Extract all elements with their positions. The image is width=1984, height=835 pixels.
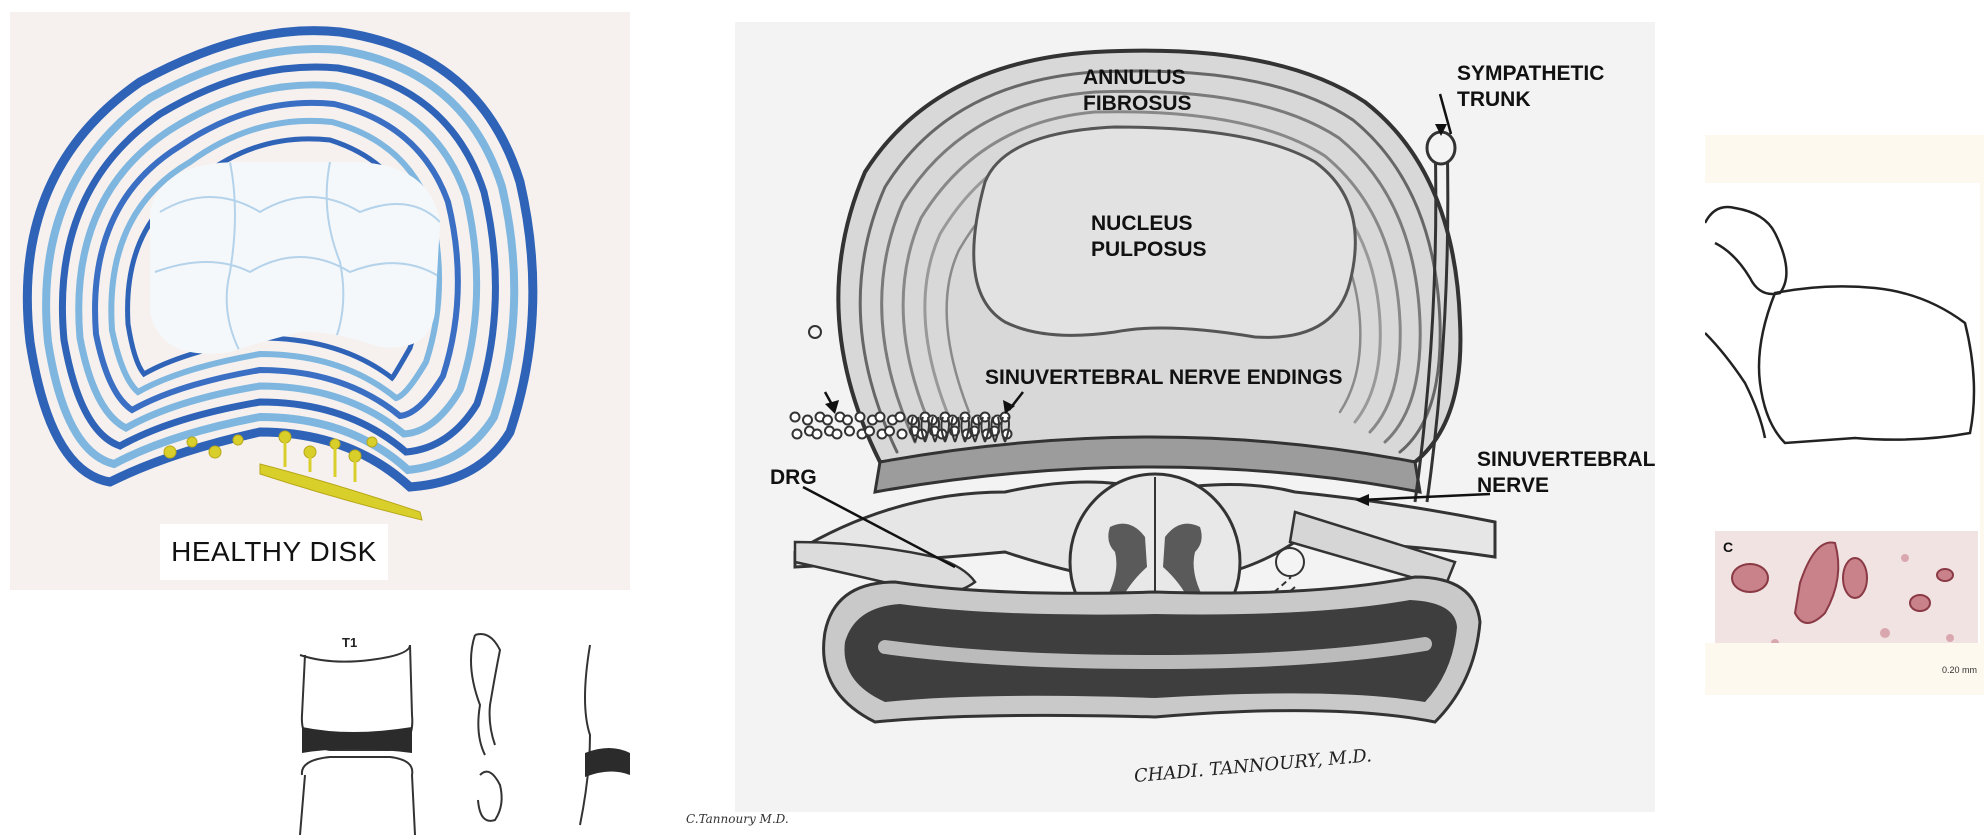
label-drg: DRG — [770, 464, 817, 491]
nerve-ending-dot — [793, 430, 802, 439]
small-signature: C.Tannoury M.D. — [686, 812, 789, 826]
healthy-disk-panel: HEALTHY DISK — [10, 12, 630, 590]
label-sinuvertebral-line1: SINUVERTEBRAL — [1477, 446, 1656, 473]
label-sympathetic-line1: SYMPATHETIC — [1457, 60, 1604, 87]
healthy-disk-label: HEALTHY DISK — [160, 524, 388, 580]
scale-bar-label: 0.20 mm — [1942, 665, 1977, 675]
nerve-ending-dot — [856, 413, 865, 422]
nerve-ending-dot — [876, 413, 885, 422]
nerve-ending-dot — [845, 427, 854, 436]
panel-letter-c: C — [1723, 539, 1733, 555]
t1-label: T1 — [342, 635, 357, 650]
nerve-ending-dot — [791, 413, 800, 422]
label-nucleus-line2: PULPOSUS — [1091, 236, 1207, 263]
right-figure-inner: C 0.20 mm — [1705, 183, 1980, 643]
disc-innervation-drawing — [735, 22, 1655, 812]
label-annulus-line2: FIBROSUS — [1083, 90, 1192, 117]
nerve-ending-dot — [898, 430, 907, 439]
nerve-ending-dot — [865, 427, 874, 436]
label-nucleus-line1: NUCLEUS — [1091, 210, 1193, 237]
t1-sketch-panel: T1 — [290, 625, 630, 835]
nerve-ending-dot — [885, 427, 894, 436]
nerve-ending-dot — [803, 416, 812, 425]
healthy-disk-illustration — [10, 12, 630, 590]
nerve-ending-dot — [896, 413, 905, 422]
label-annulus-line1: ANNULUS — [1083, 64, 1186, 91]
disc-innervation-diagram: ANNULUS FIBROSUS SYMPATHETIC TRUNK NUCLE… — [735, 22, 1655, 812]
nerve-ending-dot — [843, 416, 852, 425]
label-sympathetic-line2: TRUNK — [1457, 86, 1531, 113]
nerve-ending-dot — [823, 416, 832, 425]
nerve-ending-dot — [833, 430, 842, 439]
label-sinuvertebral-line2: NERVE — [1477, 472, 1549, 499]
sinuvertebral-leader-line — [1360, 494, 1490, 500]
right-figure-panel: C 0.20 mm — [1705, 135, 1984, 695]
t1-joint-sketches — [290, 625, 630, 835]
vertebra-outline-and-histology — [1705, 183, 1980, 643]
label-nerve-endings: SINUVERTEBRAL NERVE ENDINGS — [985, 364, 1342, 391]
nerve-ending-dot — [813, 430, 822, 439]
